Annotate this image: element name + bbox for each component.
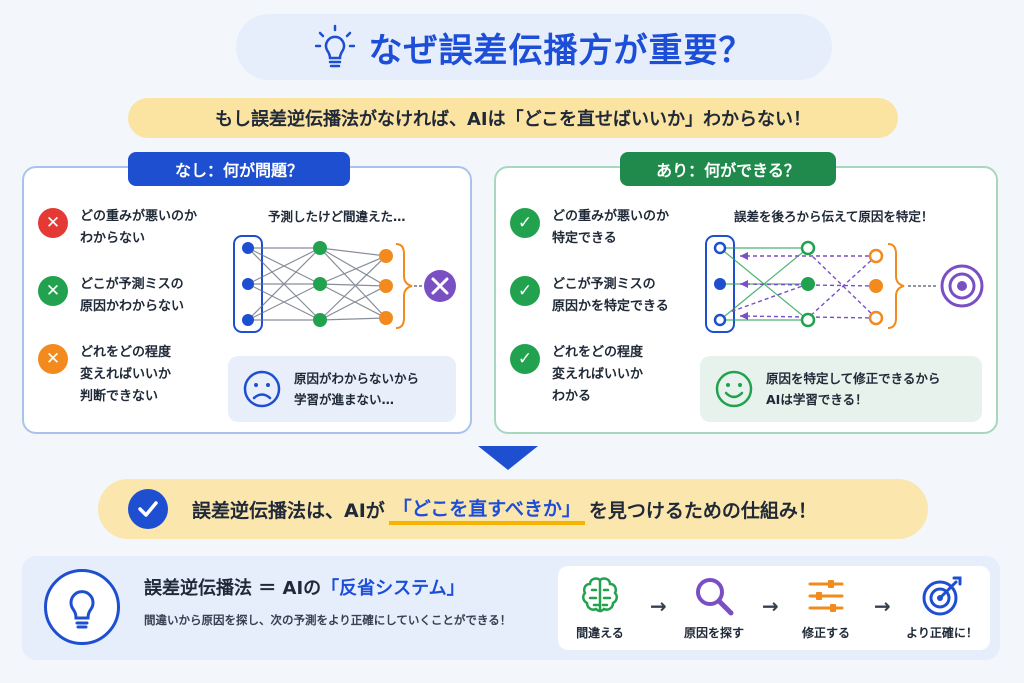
flow-step-3: 修正する: [786, 574, 866, 641]
flow-arrow: →: [650, 594, 667, 618]
summary-title: 誤差逆伝播法 ＝ AIの「反省システム」: [144, 578, 465, 599]
without-network-diagram: [233, 235, 456, 333]
target-icon: [922, 576, 962, 616]
brain-icon: [582, 577, 618, 613]
summary-description: 間違いから原因を探し、次の予測をより正確にしていくことができる！: [144, 613, 512, 627]
sliders-icon: [808, 580, 844, 612]
sad-face-icon: [243, 370, 281, 408]
process-flow: 間違える → 原因を探す → 修正する → より正確に！: [558, 566, 990, 650]
x-icon: ✕: [38, 208, 68, 238]
x-icon: ✕: [38, 344, 68, 374]
check-icon: ✓: [510, 344, 540, 374]
lightbulb-icon: [314, 24, 355, 68]
without-item-2: ✕ どこが予測ミスの 原因かわからない: [38, 274, 184, 318]
check-icon: ✓: [510, 276, 540, 306]
flow-arrow: →: [762, 594, 779, 618]
summary-lightbulb: [44, 569, 120, 645]
with-item-1: ✓ どの重みが悪いのか 特定できる: [510, 206, 669, 250]
without-header: なし：何が問題？: [128, 152, 350, 186]
flow-step-4: より正確に！: [902, 574, 982, 641]
title-banner: なぜ誤差伝播方が重要？: [236, 14, 832, 80]
flow-step-1: 間違える: [560, 574, 640, 641]
subtitle: もし誤差逆伝播法がなければ、AIは「どこを直せばいいか」わからない！: [214, 109, 812, 130]
without-diagram-caption: 予測したけど間違えた…: [268, 209, 406, 224]
conclusion-text: 誤差逆伝播法は、AIが 「どこを直すべきか」 を見つけるための仕組み！: [192, 494, 817, 525]
page-title: なぜ誤差伝播方が重要？: [368, 30, 754, 71]
check-icon: ✓: [510, 208, 540, 238]
with-note: 原因を特定して修正できるから AIは学習できる！: [700, 356, 982, 422]
flow-step-2: 原因を探す: [674, 574, 754, 641]
with-network-diagram: [705, 235, 984, 333]
smile-face-icon: [715, 370, 753, 408]
with-item-3: ✓ どれをどの程度 変えればいいか わかる: [510, 342, 643, 408]
lightbulb-icon: [69, 590, 95, 629]
without-note: 原因がわからないから 学習が進まない…: [228, 356, 456, 422]
down-arrow-icon: [478, 446, 538, 470]
flow-arrow: →: [874, 594, 891, 618]
with-header: あり：何ができる？: [620, 152, 836, 186]
without-item-1: ✕ どの重みが悪いのか わからない: [38, 206, 197, 250]
without-item-3: ✕ どれをどの程度 変えればいいか 判断できない: [38, 342, 171, 408]
magnifier-icon: [696, 578, 734, 616]
conclusion-banner: 誤差逆伝播法は、AIが 「どこを直すべきか」 を見つけるための仕組み！: [98, 479, 928, 539]
x-icon: ✕: [38, 276, 68, 306]
check-circle-icon: [128, 489, 168, 529]
with-item-2: ✓ どこが予測ミスの 原因かを特定できる: [510, 274, 669, 318]
with-diagram-caption: 誤差を後ろから伝えて原因を特定！: [734, 209, 934, 224]
subtitle-banner: もし誤差逆伝播法がなければ、AIは「どこを直せばいいか」わからない！: [128, 98, 898, 138]
